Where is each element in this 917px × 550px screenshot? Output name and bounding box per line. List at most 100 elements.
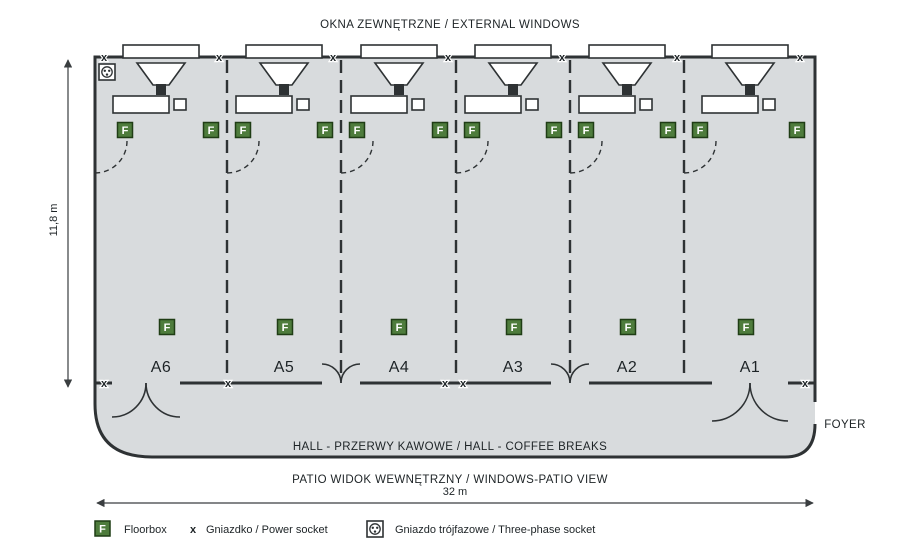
svg-text:F: F xyxy=(743,322,750,334)
power-socket-marker: x xyxy=(330,52,337,64)
legend-three-phase-label: Gniazdo trójfazowe / Three-phase socket xyxy=(395,524,595,536)
svg-text:F: F xyxy=(164,322,171,334)
power-socket-marker: x xyxy=(797,52,804,64)
door-swing-arc xyxy=(111,382,147,418)
projector-screen xyxy=(373,62,425,86)
svg-text:F: F xyxy=(625,322,632,334)
three-phase-socket-icon xyxy=(98,63,116,81)
floorbox-marker: F xyxy=(276,318,294,336)
power-socket-marker: x xyxy=(460,378,467,390)
svg-text:F: F xyxy=(437,125,444,137)
power-socket-marker: x xyxy=(802,378,809,390)
floorbox-marker: F xyxy=(390,318,408,336)
laptop xyxy=(639,98,653,111)
patio-label: PATIO WIDOK WEWNĘTRZNY / WINDOWS-PATIO V… xyxy=(292,474,608,486)
floorbox-marker: F xyxy=(505,318,523,336)
external-window xyxy=(245,44,323,59)
presenter-table xyxy=(464,95,522,114)
presenter-table xyxy=(112,95,170,114)
width-dimension-label: 32 m xyxy=(443,486,467,498)
hall-corridor-wall xyxy=(93,383,817,459)
room-label: A1 xyxy=(740,359,761,376)
legend-floorbox-icon xyxy=(94,520,111,537)
laptop xyxy=(525,98,539,111)
svg-text:F: F xyxy=(208,125,215,137)
svg-text:F: F xyxy=(322,125,329,137)
door-swing-arc xyxy=(145,382,181,418)
three-phase-socket-icon xyxy=(98,63,116,81)
legend-three-phase-icon xyxy=(366,520,384,538)
room-label: A6 xyxy=(151,359,172,376)
floorbox-marker: F xyxy=(463,121,481,139)
svg-text:F: F xyxy=(240,125,247,137)
laptop xyxy=(762,98,776,111)
projector-screen xyxy=(258,62,310,86)
room-dividers xyxy=(225,60,686,380)
room-label: A5 xyxy=(274,359,295,376)
door-swing-arc xyxy=(569,363,590,384)
power-socket-marker: x xyxy=(216,52,223,64)
three-phase-socket-icon xyxy=(366,520,384,538)
hall-corridor-floor xyxy=(95,383,815,457)
height-dimension-label: 11,8 m xyxy=(48,204,60,237)
floorbox-marker: F xyxy=(316,121,334,139)
projector xyxy=(745,84,755,95)
floorbox-marker: F xyxy=(348,121,366,139)
external-window xyxy=(711,44,789,59)
svg-text:F: F xyxy=(697,125,704,137)
floorbox-marker: F xyxy=(431,121,449,139)
presenter-table xyxy=(350,95,408,114)
svg-text:F: F xyxy=(794,125,801,137)
floorbox-markers: F F F F F F F F F F F F F F F F F F xyxy=(116,121,806,336)
svg-text:F: F xyxy=(396,322,403,334)
room-labels: A6 A5 A4 A3 A2 A1 xyxy=(151,359,761,376)
projector xyxy=(394,84,404,95)
floorbox-marker: F xyxy=(234,121,252,139)
projector xyxy=(156,84,166,95)
projector xyxy=(279,84,289,95)
legend-socket-label: Gniazdko / Power socket xyxy=(206,524,328,536)
external-window xyxy=(588,44,666,59)
door-swing-arc xyxy=(340,363,361,384)
legend-floorbox-symbol: F xyxy=(99,524,106,536)
projector xyxy=(508,84,518,95)
svg-text:F: F xyxy=(665,125,672,137)
laptop xyxy=(296,98,310,111)
floorbox-marker: F xyxy=(659,121,677,139)
svg-text:F: F xyxy=(282,322,289,334)
floorbox-marker: F xyxy=(788,121,806,139)
room-label: A3 xyxy=(503,359,524,376)
legend-socket-symbol: x xyxy=(190,524,197,536)
external-window xyxy=(474,44,552,59)
svg-text:F: F xyxy=(551,125,558,137)
svg-text:F: F xyxy=(583,125,590,137)
foyer-label: FOYER xyxy=(824,419,866,431)
laptop xyxy=(173,98,187,111)
projector xyxy=(622,84,632,95)
presenter-table xyxy=(235,95,293,114)
svg-text:F: F xyxy=(511,322,518,334)
power-socket-marker: x xyxy=(445,52,452,64)
door-swing-arc xyxy=(749,382,789,422)
floorbox-marker: F xyxy=(158,318,176,336)
room-label: A2 xyxy=(617,359,638,376)
floorbox-marker: F xyxy=(116,121,134,139)
floorbox-marker: F xyxy=(545,121,563,139)
floorbox-marker: F xyxy=(577,121,595,139)
power-socket-marker: x xyxy=(225,378,232,390)
power-socket-marker: x xyxy=(101,52,108,64)
room-label: A4 xyxy=(389,359,410,376)
room-equipment xyxy=(112,62,776,114)
power-socket-marker: x xyxy=(559,52,566,64)
laptop xyxy=(411,98,425,111)
floorbox-marker: F xyxy=(691,121,709,139)
legend: F Floorbox x Gniazdko / Power socket Gni… xyxy=(94,520,595,538)
svg-text:F: F xyxy=(469,125,476,137)
floorbox-marker: F xyxy=(619,318,637,336)
door-swing-arc xyxy=(711,382,751,422)
external-window xyxy=(360,44,438,59)
svg-text:F: F xyxy=(122,125,129,137)
floorbox-marker: F xyxy=(202,121,220,139)
